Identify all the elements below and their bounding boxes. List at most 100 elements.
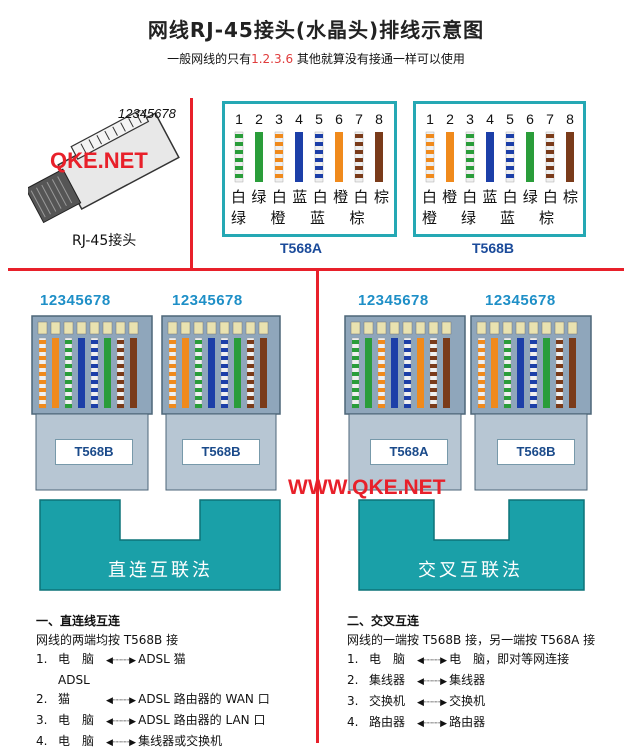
- crossover-plug-2-label: T568B: [497, 439, 575, 465]
- wire-T568A-7: [354, 131, 364, 183]
- plug-contact: [50, 321, 61, 335]
- pin-number-8: 8: [375, 111, 383, 127]
- straight-plug-1-label: T568B: [55, 439, 133, 465]
- notes-straight-heading: 一、直连线互连: [36, 614, 121, 628]
- standard-label-t568b: T568B: [472, 240, 515, 256]
- pin-number-4: 4: [295, 111, 303, 127]
- plug-wire-T568B-2: [491, 338, 498, 408]
- notes-crossover-intro: 网线的一端按 T568B 接，另一端按 T568A 接: [347, 633, 596, 647]
- plug-wire-T568B-7: [555, 337, 564, 409]
- note-item-to: 电 脑，即对等网连接: [449, 652, 570, 666]
- note-item-number: 4.: [36, 734, 48, 748]
- color-name: 蓝: [310, 209, 326, 227]
- plug-contact: [489, 321, 500, 335]
- note-item-from: ADSL 猫: [58, 673, 90, 706]
- wire-T568A-5: [314, 131, 324, 183]
- standard-label-t568a: T568A: [280, 240, 323, 256]
- plug-contact: [376, 321, 387, 335]
- plug-wire-T568B-5: [529, 337, 538, 409]
- plug-wire-T568B-6: [543, 338, 550, 408]
- note-item-to: ADSL 路由器的 LAN 口: [138, 713, 266, 727]
- plug-wire-T568B-3: [64, 337, 73, 409]
- color-name: 棕: [349, 209, 365, 227]
- note-item-number: 1.: [36, 652, 48, 666]
- wire-T568B-5: [505, 131, 515, 183]
- pin-number-7: 7: [546, 111, 554, 127]
- double-arrow-icon: ◀┈┈┈▶: [106, 696, 137, 706]
- color-name: 白: [502, 188, 518, 206]
- plug-wire-T568B-8: [569, 338, 576, 408]
- double-arrow-icon: ◀┈┈┈▶: [106, 738, 137, 748]
- wire-T568A-6: [335, 132, 343, 182]
- color-name: 绿: [461, 209, 477, 227]
- note-item-to: ADSL 路由器的 WAN 口: [138, 692, 270, 706]
- note-item-to: 路由器: [449, 715, 486, 729]
- pin-number-5: 5: [506, 111, 514, 127]
- plug-contact: [363, 321, 374, 335]
- plug-wire-T568B-4: [517, 338, 524, 408]
- plug-wire-T568B-6: [234, 338, 241, 408]
- notes-straight-intro: 网线的两端均按 T568B 接: [36, 633, 179, 647]
- plug-wire-T568B-1: [38, 337, 47, 409]
- plug-contact: [428, 321, 439, 335]
- pin-number-2: 2: [446, 111, 454, 127]
- connector-pin-numbers: 12345678: [118, 106, 176, 121]
- note-item-from: 电 脑: [369, 652, 406, 666]
- color-name: 绿: [522, 188, 538, 206]
- plug-contact: [245, 321, 256, 335]
- plug-contact: [515, 321, 526, 335]
- note-item: 3.交换机◀┈┈┈▶交换机: [347, 692, 627, 713]
- note-item-from: 电 脑: [58, 713, 95, 727]
- pin-number-3: 3: [275, 111, 283, 127]
- color-name: 白: [312, 188, 328, 206]
- wire-T568A-4: [295, 132, 303, 182]
- plug-contact: [89, 321, 100, 335]
- subtitle-text-1: 一般网线的只有: [167, 52, 252, 66]
- wire-T568B-6: [526, 132, 534, 182]
- pin-number-6: 6: [526, 111, 534, 127]
- color-name: 白: [271, 188, 287, 206]
- color-name: 橙: [442, 188, 458, 206]
- color-name: 白: [542, 188, 558, 206]
- note-item-number: 3.: [347, 694, 359, 708]
- color-name: 白: [462, 188, 478, 206]
- pinout-colors-t568b: 白橙白蓝白绿白棕 橙绿蓝棕: [422, 186, 582, 228]
- plug-contact: [232, 321, 243, 335]
- note-item-number: 1.: [347, 652, 359, 666]
- plug-contact: [37, 321, 48, 335]
- color-name: 白: [353, 188, 369, 206]
- note-item-to: 交换机: [449, 694, 486, 708]
- plug-wire-T568B-8: [260, 338, 267, 408]
- note-item: 3.电 脑◀┈┈┈▶ADSL 路由器的 LAN 口: [36, 711, 311, 732]
- pin-number-6: 6: [335, 111, 343, 127]
- subtitle-text-2: 其他就算没有接通一样可以使用: [293, 52, 465, 66]
- crossover-plug-1-numbers: 12345678: [358, 292, 429, 309]
- double-arrow-icon: ◀┈┈┈▶: [106, 717, 137, 727]
- wire-T568B-8: [566, 132, 574, 182]
- plug-contact: [206, 321, 217, 335]
- color-name: 蓝: [500, 209, 516, 227]
- wire-T568B-2: [446, 132, 454, 182]
- color-name: 橙: [422, 209, 438, 227]
- plug-wire-T568A-2: [365, 338, 372, 408]
- watermark-center: WWW.QKE.NET: [288, 476, 446, 499]
- plug-contact: [76, 321, 87, 335]
- note-item: 1. 电 脑 ◀┈┈┈▶电 脑，即对等网连接: [347, 650, 627, 671]
- plug-wire-T568B-4: [78, 338, 85, 408]
- plug-contact: [415, 321, 426, 335]
- plug-contact: [441, 321, 452, 335]
- plug-contact: [350, 321, 361, 335]
- note-item: 4.路由器◀┈┈┈▶路由器: [347, 713, 627, 734]
- plug-wire-T568B-2: [182, 338, 189, 408]
- double-arrow-icon: ◀┈┈┈▶: [417, 656, 448, 666]
- plug-wire-T568B-3: [503, 337, 512, 409]
- plug-contact: [115, 321, 126, 335]
- page-title: 网线RJ-45接头(水晶头)排线示意图: [147, 18, 485, 42]
- double-arrow-icon: ◀┈┈┈▶: [417, 719, 448, 729]
- wire-T568A-3: [274, 131, 284, 183]
- divider-vertical-top: [190, 98, 193, 268]
- plug-wire-T568B-5: [90, 337, 99, 409]
- pin-number-5: 5: [315, 111, 323, 127]
